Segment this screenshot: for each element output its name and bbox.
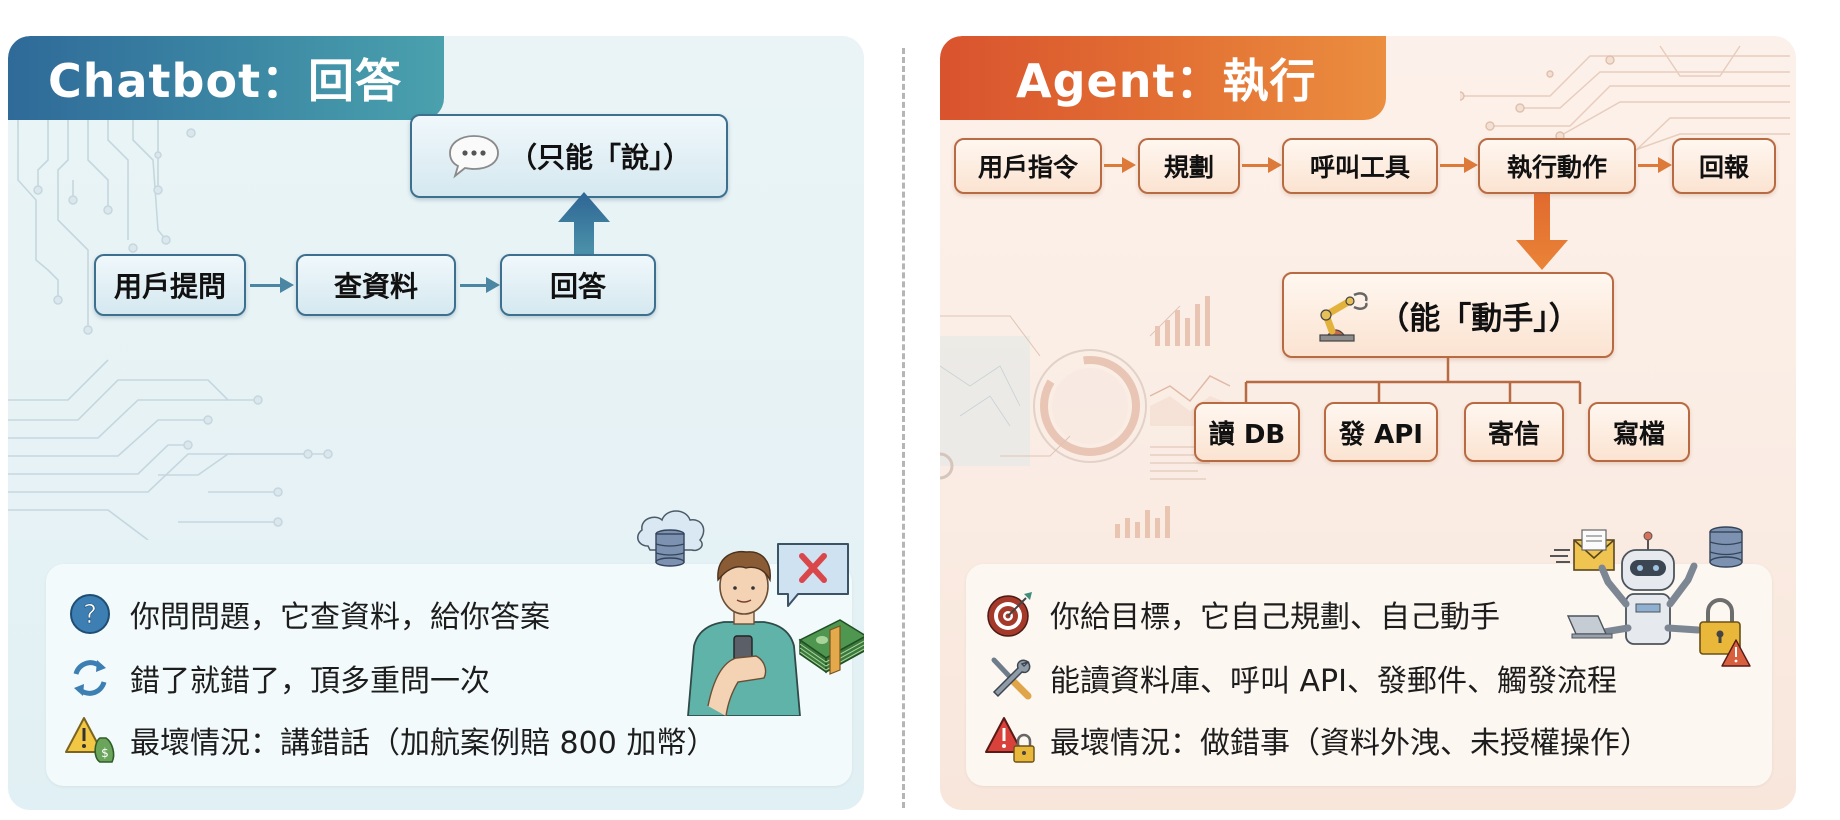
- question-icon: ?: [64, 588, 116, 640]
- robot-arm-icon: [1319, 292, 1368, 342]
- flow-arrow: [1242, 157, 1282, 173]
- agent-point-2: 能讀資料庫、呼叫 API、發郵件、觸發流程: [984, 652, 1617, 704]
- agent-info-card: 你給目標，它自己規劃、自己動手 能讀資料庫、呼叫 API、發郵件、觸發流程 最壞…: [966, 564, 1772, 786]
- agent-flow-step-4: 執行動作: [1478, 138, 1636, 194]
- agent-action-call-api: 發 API: [1324, 402, 1438, 462]
- tools-icon: [984, 652, 1036, 704]
- warning-money-icon: $: [64, 714, 116, 766]
- flow-arrow: [1440, 157, 1478, 173]
- up-arrow-icon: [558, 192, 610, 262]
- chatbot-point-3: $ 最壞情況：講錯話（加航案例賠 800 加幣）: [64, 714, 716, 766]
- agent-action-send-mail: 寄信: [1464, 402, 1564, 462]
- agent-title: Agent：執行: [940, 36, 1386, 120]
- chatbot-result-box: （只能「說」）: [410, 114, 728, 198]
- agent-flow-step-1: 用戶指令: [954, 138, 1102, 194]
- agent-flow-step-2: 規劃: [1138, 138, 1240, 194]
- flow-arrow: [460, 277, 500, 293]
- chatbot-title: Chatbot：回答: [8, 36, 444, 120]
- svg-text:$: $: [101, 746, 109, 760]
- agent-point-1: 你給目標，它自己規劃、自己動手: [984, 588, 1500, 640]
- flow-arrow: [1104, 157, 1136, 173]
- chatbot-panel: Chatbot：回答 （只能「說」） 用戶提問 查資料 回答 ? 你問問題，它查…: [8, 36, 864, 810]
- down-arrow-icon: [1516, 194, 1568, 270]
- agent-flow-step-3: 呼叫工具: [1282, 138, 1438, 194]
- agent-result-label: （能「動手」）: [1378, 300, 1580, 337]
- flow-arrow: [250, 277, 294, 293]
- panel-divider: [902, 48, 905, 808]
- agent-point-3: 最壞情況：做錯事（資料外洩、未授權操作）: [984, 714, 1650, 766]
- person-with-phone-icon: [637, 510, 864, 716]
- chatbot-point-1: ? 你問問題，它查資料，給你答案: [64, 588, 550, 640]
- chatbot-flow-step-3: 回答: [500, 254, 656, 316]
- chatbot-flow-step-1: 用戶提問: [94, 254, 246, 316]
- agent-panel: Agent：執行 用戶指令 規劃 呼叫工具 執行動作 回報 （能「動手」） 讀 …: [940, 36, 1796, 810]
- chatbot-flow-step-2: 查資料: [296, 254, 456, 316]
- agent-action-write-file: 寫檔: [1588, 402, 1690, 462]
- circuit-decoration-icon: [8, 120, 333, 540]
- target-icon: [984, 588, 1036, 640]
- svg-text:?: ?: [83, 600, 97, 630]
- refresh-icon: [64, 652, 116, 704]
- chatbot-result-label: （只能「說」）: [508, 141, 691, 174]
- tree-connector: [1244, 358, 1582, 404]
- agent-result-box: （能「動手」）: [1282, 272, 1614, 358]
- warning-lock-icon: [984, 714, 1036, 766]
- chatbot-point-2: 錯了就錯了，頂多重問一次: [64, 652, 490, 704]
- flow-arrow: [1638, 157, 1672, 173]
- agent-action-read-db: 讀 DB: [1194, 402, 1300, 462]
- robot-multitask-icon: [1550, 526, 1751, 667]
- agent-flow-step-5: 回報: [1672, 138, 1776, 194]
- speech-bubble-icon: [449, 135, 499, 179]
